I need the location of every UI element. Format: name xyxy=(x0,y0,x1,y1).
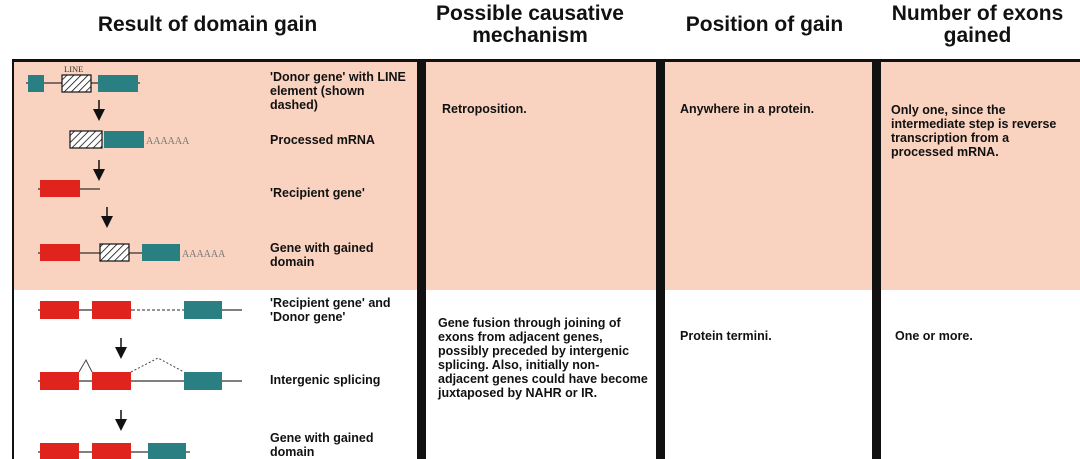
exon-red xyxy=(40,443,79,459)
header-exons: Number of exons gained xyxy=(891,2,1064,47)
line-element xyxy=(99,243,130,262)
exon-red xyxy=(40,301,79,319)
exon-red xyxy=(92,301,131,319)
row1-mechanism: Retroposition. xyxy=(442,102,527,116)
splice-junction xyxy=(130,357,185,373)
line-element xyxy=(61,74,92,93)
exon-teal xyxy=(98,75,138,92)
header-mechanism: Possible causative mechanism xyxy=(436,2,624,47)
exon-red xyxy=(92,443,131,459)
exon-red xyxy=(40,180,80,197)
row1-exons: Only one, since the intermediate step is… xyxy=(891,103,1057,159)
label-gained-domain-gene: Gene with gained domain xyxy=(270,241,374,269)
exon-teal xyxy=(184,372,222,390)
polya-tail: AAAAAA xyxy=(146,136,190,147)
recipient-gene-diagram xyxy=(38,180,100,197)
exon-red xyxy=(40,372,79,390)
row2-exons: One or more. xyxy=(895,329,973,343)
exon-teal xyxy=(148,443,186,459)
label-donor-gene: 'Donor gene' with LINE element (shown da… xyxy=(270,70,406,112)
label-fused-gene: Gene with gained domain xyxy=(270,431,374,459)
table-left-border xyxy=(12,59,14,459)
polya-tail: AAAAAA xyxy=(182,249,226,260)
splice-junction xyxy=(78,358,93,373)
exon-teal xyxy=(184,301,222,319)
table-top-border xyxy=(12,59,1080,62)
label-recipient-donor-genes: 'Recipient gene' and 'Donor gene' xyxy=(270,296,391,324)
gene-diagrams: LINE AAAAAA AAAAAA xyxy=(26,64,242,459)
fused-gene-diagram xyxy=(38,443,190,459)
exon-red xyxy=(92,372,131,390)
column-divider-3 xyxy=(872,61,881,459)
row2-position: Protein termini. xyxy=(680,329,772,343)
donor-gene-diagram: LINE xyxy=(26,64,140,93)
header-position: Position of gain xyxy=(685,13,844,36)
exon-teal xyxy=(104,131,144,148)
label-intergenic-splicing: Intergenic splicing xyxy=(270,373,381,387)
exon-red xyxy=(40,244,80,261)
line-element xyxy=(69,130,103,149)
row1-position: Anywhere in a protein. xyxy=(680,102,815,116)
exon-teal xyxy=(28,75,44,92)
line-label: LINE xyxy=(64,64,83,74)
exon-teal xyxy=(142,244,180,261)
column-divider-1 xyxy=(417,61,426,459)
intergenic-splicing-diagram xyxy=(38,357,242,390)
column-divider-2 xyxy=(656,61,665,459)
row1-band xyxy=(14,62,1080,290)
processed-mrna-diagram: AAAAAA xyxy=(69,130,190,149)
recipient-donor-genes-diagram xyxy=(38,301,242,319)
label-processed-mrna: Processed mRNA xyxy=(270,133,375,147)
row2-mechanism: Gene fusion through joining of exons fro… xyxy=(438,316,648,400)
header-result: Result of domain gain xyxy=(97,13,318,36)
gained-domain-gene-diagram: AAAAAA xyxy=(38,243,226,262)
label-recipient-gene: 'Recipient gene' xyxy=(270,186,365,200)
